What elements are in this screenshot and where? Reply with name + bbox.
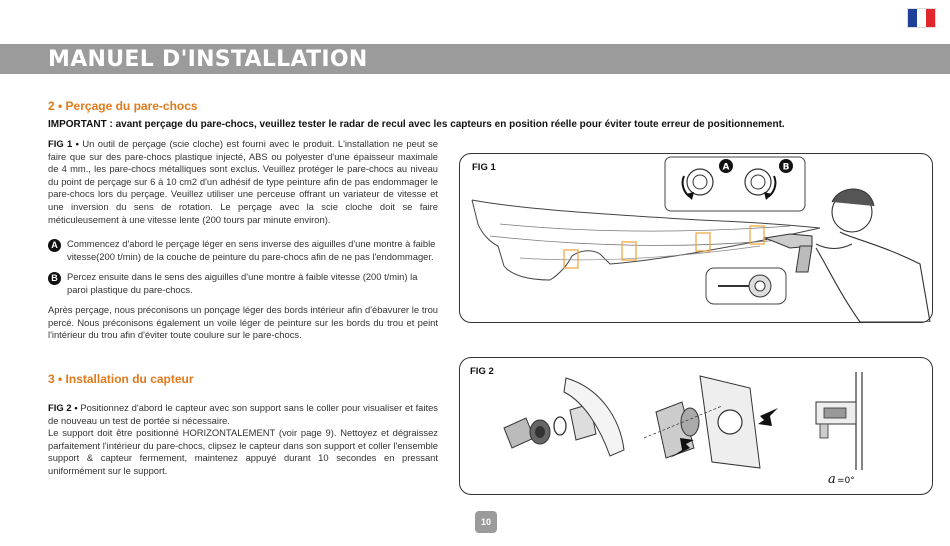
sensor-marker-3 — [695, 232, 711, 252]
fig2-paragraph: FIG 2 • Positionnez d'abord le capteur a… — [48, 402, 438, 478]
flag-white-stripe — [917, 9, 926, 27]
step-b: B Percez ensuite dans le sens des aiguil… — [48, 271, 440, 296]
fig1-text: Un outil de perçage (scie cloche) est fo… — [48, 138, 438, 225]
step-b-badge: B — [48, 272, 61, 285]
important-notice: IMPORTANT : avant perçage du pare-chocs,… — [48, 119, 785, 130]
bumper-drilling-drawing: A B — [471, 156, 931, 322]
fig1-paragraph: FIG 1 • Un outil de perçage (scie cloche… — [48, 138, 438, 226]
step-b-text: Percez ensuite dans le sens des aiguille… — [67, 271, 418, 295]
fig2-illustration: FIG 2 a =0° — [459, 357, 933, 495]
after-drilling-paragraph: Après perçage, nous préconisons un ponça… — [48, 304, 438, 341]
fig1-illustration: FIG 1 A B — [459, 153, 933, 323]
fig2-ref: FIG 2 • — [48, 402, 78, 413]
alpha-symbol: a — [828, 472, 836, 487]
section-2-title: 2 • Perçage du pare-chocs — [48, 99, 198, 113]
page-number: 10 — [475, 511, 497, 533]
sensor-marker-4 — [749, 225, 765, 245]
step-a: A Commencez d'abord le perçage léger en … — [48, 238, 440, 263]
page-title: MANUEL D'INSTALLATION — [48, 47, 368, 72]
fig1-badge-a: A — [723, 163, 730, 173]
sensor-mounting-drawing: a =0° — [503, 372, 863, 487]
sensor-marker-2 — [621, 241, 637, 261]
sensor-marker-1 — [563, 249, 579, 269]
fig2-label: FIG 2 — [470, 366, 494, 377]
step-a-text: Commencez d'abord le perçage léger en se… — [67, 238, 436, 262]
fig1-label: FIG 1 — [472, 162, 496, 173]
step-a-badge: A — [48, 239, 61, 252]
fig2-text: Positionnez d'abord le capteur avec son … — [48, 402, 438, 426]
title-banner: MANUEL D'INSTALLATION — [0, 44, 950, 74]
flag-blue-stripe — [908, 9, 917, 27]
angle-label: =0° — [837, 476, 855, 486]
fig1-badge-b: B — [783, 163, 790, 173]
fig2-text-2: Le support doit être positionné HORIZONT… — [48, 427, 438, 476]
flag-red-stripe — [926, 9, 935, 27]
section-3-title: 3 • Installation du capteur — [48, 372, 194, 386]
fig1-ref: FIG 1 • — [48, 138, 79, 149]
french-flag-icon — [907, 8, 936, 28]
